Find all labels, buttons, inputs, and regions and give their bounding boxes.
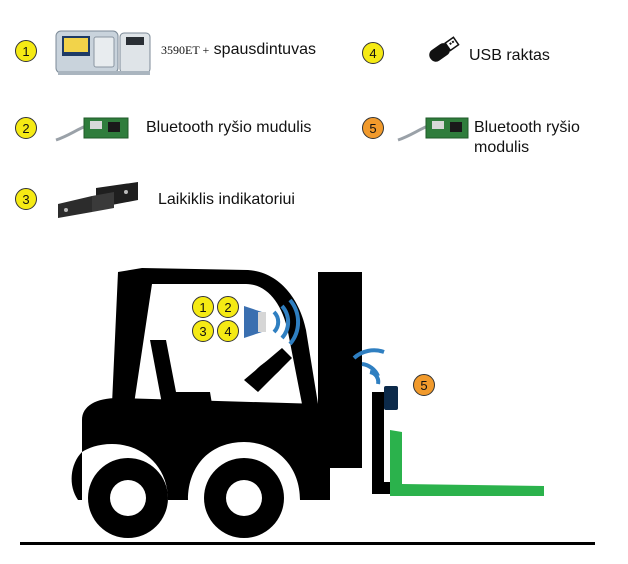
rear-hub [110, 480, 146, 516]
usb-key-icon [429, 36, 460, 62]
badge-2: 2 [15, 117, 37, 139]
signal-arc-cab-2 [280, 304, 291, 340]
fork [390, 430, 544, 496]
signal-arc-fork-2 [361, 362, 380, 377]
forklift-body [82, 398, 330, 500]
fork-badge-5: 5 [413, 374, 435, 396]
cab-indicator-screen [258, 312, 266, 332]
badge-4: 4 [362, 42, 384, 64]
cab-badge-2: 2 [217, 296, 239, 318]
seat [150, 340, 212, 404]
signal-arc-cab-3 [288, 298, 301, 346]
signal-arc-fork-3 [352, 348, 385, 360]
cab-badge-4: 4 [217, 320, 239, 342]
legend-label-1: spausdintuvas [213, 41, 316, 58]
signal-arc-cab-1 [272, 310, 281, 334]
counterweight [71, 452, 82, 500]
legend-label-5: Bluetooth ryšio modulis [474, 118, 580, 158]
bracket-image [58, 182, 138, 218]
legend-label-4: USB raktas [469, 47, 550, 64]
legend-label-3: Laikiklis indikatoriui [158, 191, 295, 208]
legend-label-5-line2: modulis [474, 139, 530, 156]
badge-1: 1 [15, 40, 37, 62]
indicator-printer-image [55, 30, 151, 75]
legend-label-5-line1: Bluetooth ryšio [474, 119, 580, 136]
fork-module [384, 386, 398, 410]
cab-badge-1: 1 [192, 296, 214, 318]
ground-line [20, 542, 595, 545]
legend-item-1: 3590ET + spausdintuvas [161, 40, 316, 60]
cab-indicator-device [244, 306, 262, 338]
bluetooth-module-image-2 [55, 117, 129, 142]
legend-label-2: Bluetooth ryšio mudulis [146, 119, 312, 136]
model-number: 3590ET + [161, 43, 210, 57]
cab-frame [112, 268, 318, 404]
bluetooth-module-image-5 [397, 117, 469, 142]
carriage [372, 392, 396, 494]
cab-badge-3: 3 [192, 320, 214, 342]
badge-3: 3 [15, 188, 37, 210]
front-hub [226, 480, 262, 516]
steering-wheel [250, 356, 286, 384]
badge-5: 5 [362, 117, 384, 139]
